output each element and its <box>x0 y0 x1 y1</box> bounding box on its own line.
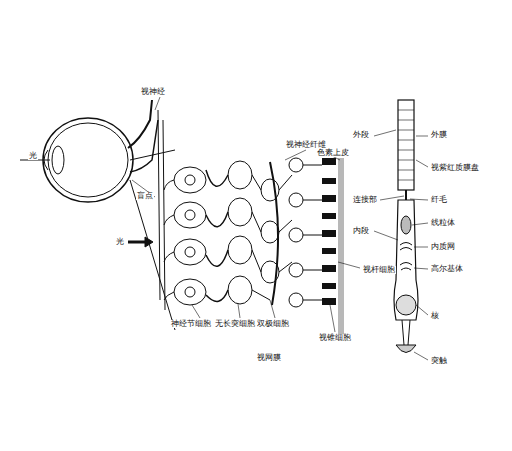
part-label: 线粒体 <box>430 219 456 227</box>
part-label: 视杆细胞 <box>362 266 396 274</box>
part-label: 无长突细胞 <box>214 320 256 328</box>
part-label: 连接部 <box>352 196 378 204</box>
part-label: 视网膜 <box>256 354 282 362</box>
part-label: 光 <box>115 238 125 246</box>
part-label: 核 <box>430 312 440 320</box>
part-label: 突触 <box>430 357 448 365</box>
part-label: 外段 <box>352 131 370 139</box>
part-label: 神经节细胞 <box>170 320 212 328</box>
part-label: 双极细胞 <box>256 320 290 328</box>
part-label: 色素上皮 <box>316 149 350 157</box>
part-label: 内质网 <box>430 243 456 251</box>
part-label: 光 <box>28 152 38 160</box>
part-label: 视神经 <box>140 88 166 96</box>
part-label: 外膜 <box>430 131 448 139</box>
part-label: 盲点 <box>136 192 154 200</box>
part-label: 视神经纤维 <box>285 141 327 149</box>
part-label: 视紫红质膜盘 <box>430 164 480 172</box>
part-label: 纤毛 <box>430 196 448 204</box>
part-label: 视锥细胞 <box>318 334 352 342</box>
part-label: 内段 <box>352 227 370 235</box>
part-label: 高尔基体 <box>430 265 464 273</box>
